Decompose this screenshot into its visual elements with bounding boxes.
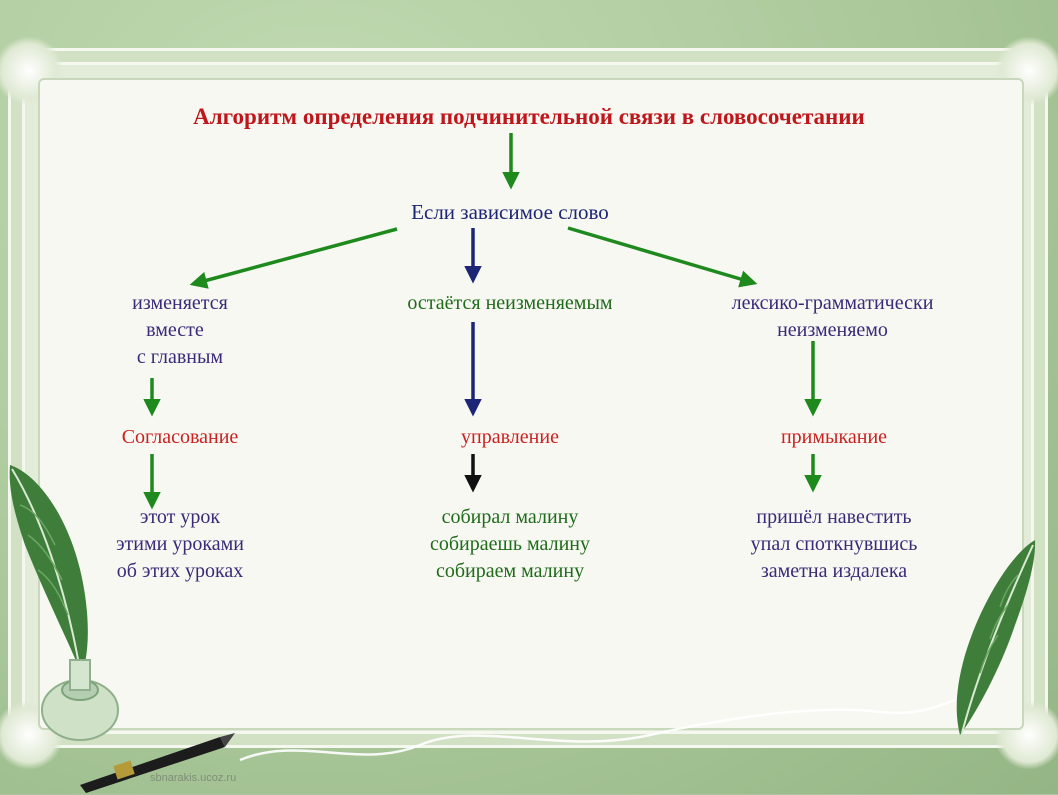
examples-government: собирал малину собираешь малину собираем… [390,504,630,585]
example-phrase: упал споткнувшись [750,533,918,555]
site-watermark: sbnarakis.ucoz.ru [150,772,237,784]
example-phrase: этими уроками [115,533,245,555]
condition-line: вместе [146,319,204,341]
condition-agreement: изменяется вместе с главным [100,290,260,371]
arrow-root-to-left [189,227,398,289]
examples-adjoining: пришёл навестить упал споткнувшись замет… [714,504,954,585]
type-government: управление [461,426,559,448]
arrow-root-to-right [567,226,758,288]
flourish-line [239,698,956,762]
feather-icon [956,540,1036,735]
condition-adjoining: лексико-грамматически неизменяемо [700,290,965,344]
condition-line: изменяется [132,292,228,314]
examples-agreement: этот урок этими уроками об этих уроках [80,504,280,585]
diagram-title: Алгоритм определения подчинительной связ… [193,104,865,129]
example-phrase: об этих уроках [116,560,244,582]
paper-panel [38,78,1024,730]
type-adjoining: примыкание [780,426,888,448]
pen-icon [80,733,235,793]
example-phrase: этот урок [139,506,221,528]
example-phrase: пришёл навестить [756,506,912,528]
condition-government: остаётся неизменяемым [407,292,613,314]
quill-inkwell-icon [9,465,119,741]
root-node: Если зависимое слово [411,200,609,224]
type-agreement: Согласование [121,426,239,448]
example-phrase: собирал малину [441,506,579,528]
example-phrase: собираешь малину [430,533,590,555]
condition-line: с главным [136,346,224,368]
condition-line: лексико-грамматически [731,292,934,314]
condition-line: неизменяемо [777,319,888,341]
example-phrase: заметна издалека [760,560,908,582]
example-phrase: собираем малину [435,560,585,582]
